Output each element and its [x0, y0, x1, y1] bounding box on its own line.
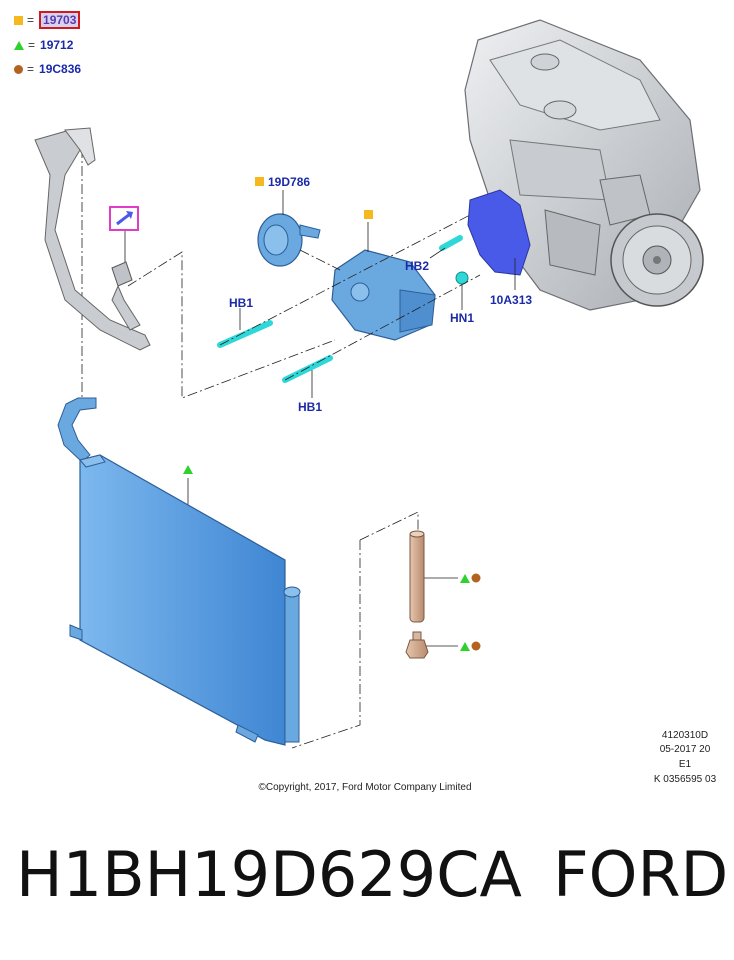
ac-compressor[interactable] [331, 249, 436, 341]
circle-marker-icon [471, 641, 481, 651]
nut-hn1[interactable] [455, 271, 469, 285]
condenser-inlet-pipe[interactable] [57, 397, 97, 463]
part-number: H1BH19D629CA [16, 838, 522, 911]
brand-name: FORD [553, 838, 729, 911]
circle-marker-icon [471, 573, 481, 583]
leader-lines [124, 190, 516, 647]
legend-equals: = [27, 62, 35, 76]
callout-hb1-top[interactable]: HB1 [229, 296, 254, 310]
assembly-lines [81, 130, 481, 749]
square-marker-icon [364, 210, 373, 219]
copyright-text: ©Copyright, 2017, Ford Motor Company Lim… [258, 782, 472, 793]
legend-equals: = [28, 38, 36, 52]
compressor-bracket[interactable] [467, 189, 531, 276]
legend-code-19712[interactable]: 19712 [40, 38, 74, 52]
triangle-marker-icon [460, 642, 470, 651]
bolt-hb2[interactable] [439, 235, 463, 251]
callout-10a313[interactable]: 10A313 [490, 293, 533, 307]
square-symbol-icon [14, 15, 23, 25]
square-marker-icon [255, 177, 264, 186]
callout-19d786[interactable]: 19D786 [268, 175, 311, 189]
legend-row-square: = 19703 [14, 11, 81, 29]
callout-hb2[interactable]: HB2 [405, 259, 430, 273]
illustration-id-line1: 4120310D [661, 730, 709, 741]
part-number-banner: H1BH19D629CA FORD [0, 838, 734, 938]
parts-diagram [34, 19, 704, 749]
bolt-hb1-top[interactable] [217, 320, 273, 348]
callout-hb1-bottom[interactable]: HB1 [298, 400, 323, 414]
triangle-marker-icon [183, 465, 193, 474]
illustration-id-line3: E1 [678, 759, 692, 770]
legend-row-triangle: = 19712 [14, 36, 73, 54]
ac-hose-assembly[interactable] [34, 127, 151, 351]
receiver-drier[interactable] [409, 530, 425, 623]
triangle-marker-icon [460, 574, 470, 583]
illustration-id-line2: 05-2017 20 [659, 744, 711, 755]
circle-symbol-icon [14, 64, 23, 74]
triangle-symbol-icon [14, 40, 24, 50]
legend-code-19703[interactable]: 19703 [39, 11, 81, 29]
legend-code-19c836[interactable]: 19C836 [39, 62, 82, 76]
highlight-frame[interactable] [109, 206, 139, 231]
illustration-id-line4: K 0356595 03 [653, 774, 717, 785]
legend-equals: = [27, 13, 35, 27]
callout-hn1[interactable]: HN1 [450, 311, 475, 325]
drier-plug[interactable] [405, 631, 429, 659]
ac-condenser[interactable] [69, 454, 301, 746]
legend-row-circle: = 19C836 [14, 60, 81, 78]
compressor-clutch[interactable] [257, 213, 321, 267]
